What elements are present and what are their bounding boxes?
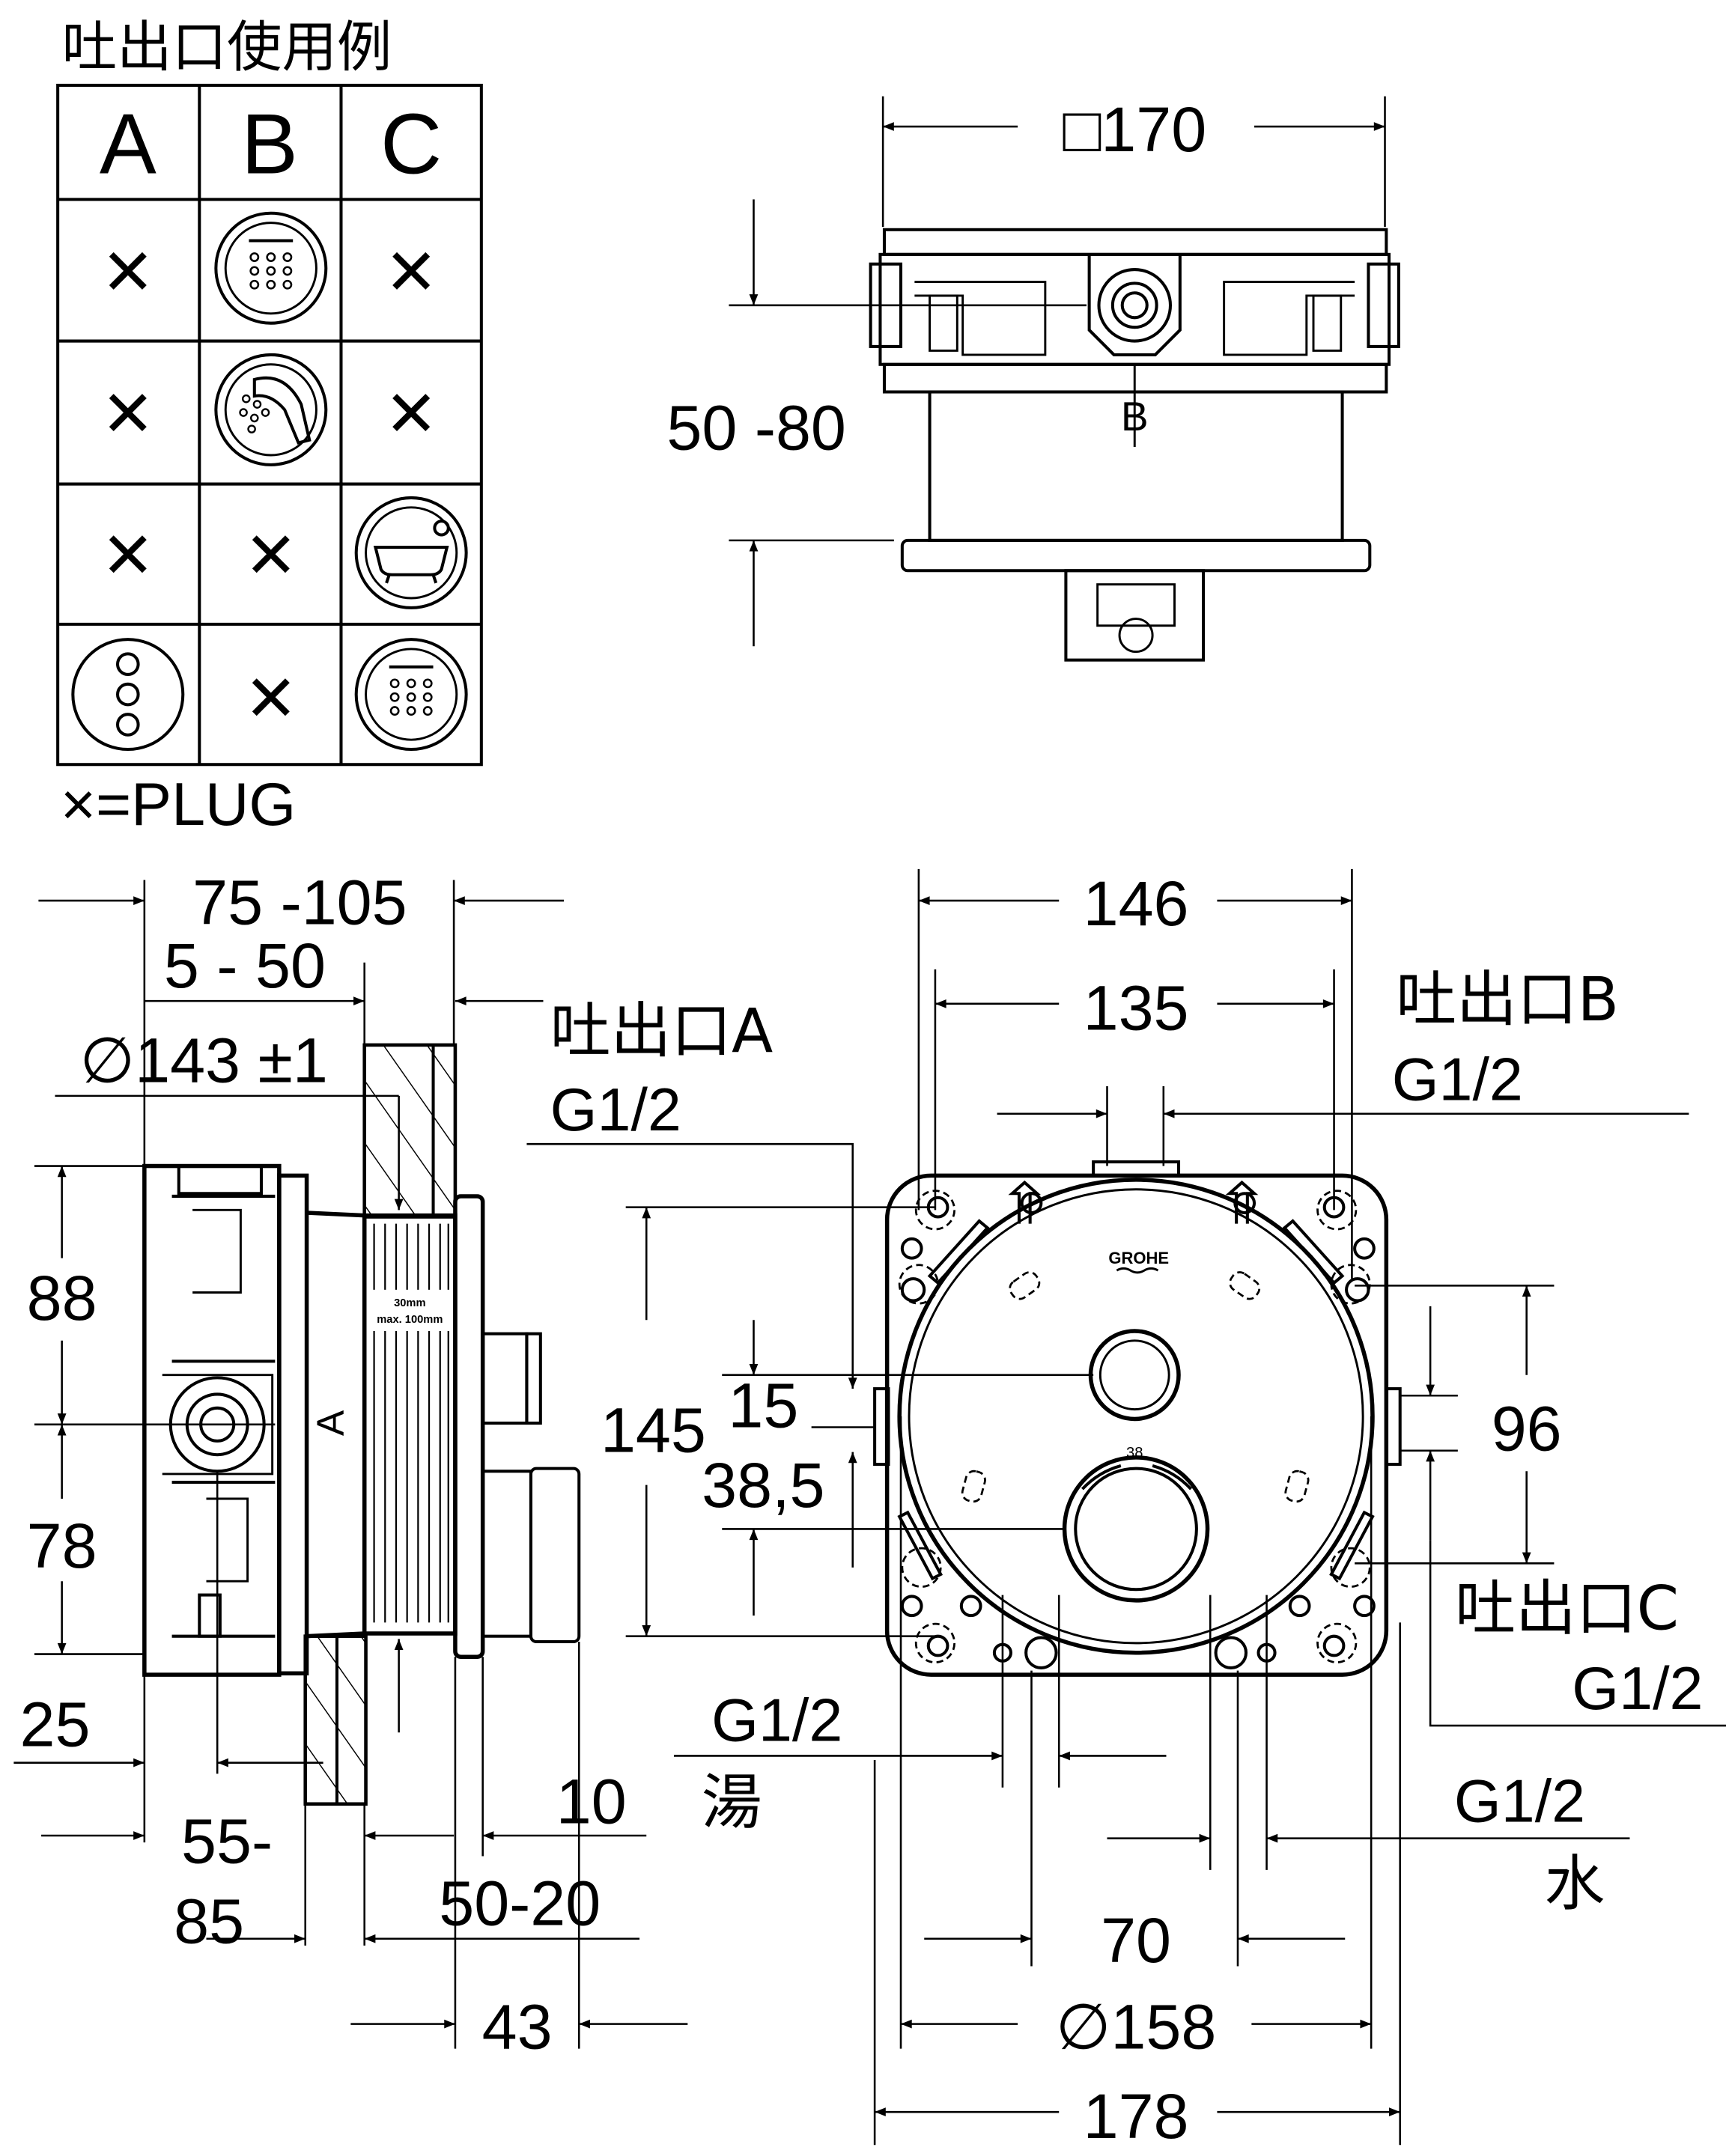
height-dimension-96: 96 bbox=[1492, 1394, 1562, 1464]
side-view: A 30mm max. 100mm 75 -105 5 - 50 ∅143 ±1 bbox=[13, 867, 857, 2062]
height-dimension-145: 145 bbox=[601, 1395, 706, 1466]
cold-inlet-thread: G1/2 bbox=[1454, 1768, 1585, 1836]
plug-cross-icon bbox=[112, 255, 145, 287]
height-dimension-88: 88 bbox=[27, 1263, 97, 1333]
width-dimension-135: 135 bbox=[1084, 973, 1189, 1044]
outlet-b-marking: B bbox=[1121, 393, 1149, 439]
dimension-15: 15 bbox=[728, 1371, 798, 1441]
depth-dimension-85: 85 bbox=[174, 1886, 244, 1956]
plug-cross-icon bbox=[395, 396, 428, 429]
sleeve-label-30mm: 30mm bbox=[394, 1297, 425, 1309]
hand-shower-icon bbox=[214, 353, 328, 466]
outlet-usage-table: 吐出口使用例 A B C bbox=[56, 16, 483, 838]
plug-cross-icon bbox=[255, 680, 288, 713]
plug-cross-icon bbox=[395, 255, 428, 287]
depth-dimension-55: 55- bbox=[181, 1806, 273, 1877]
shower-head-icon bbox=[216, 213, 326, 323]
outlet-c-thread: G1/2 bbox=[1572, 1655, 1703, 1723]
width-dimension-146: 146 bbox=[1084, 868, 1189, 939]
dimension-43: 43 bbox=[482, 1992, 553, 2062]
column-header-b: B bbox=[241, 97, 298, 192]
offset-dimension-25: 25 bbox=[19, 1690, 90, 1760]
plug-cross-icon bbox=[112, 538, 145, 570]
three-outlet-dots-icon bbox=[71, 638, 185, 752]
dimension-70: 70 bbox=[1101, 1905, 1171, 1976]
outlet-a-marking: A bbox=[309, 1410, 352, 1436]
plug-cross-icon bbox=[255, 538, 288, 570]
column-header-a: A bbox=[100, 97, 157, 192]
wall-dimension-5-50: 5 - 50 bbox=[164, 931, 326, 1001]
plug-cross-icon bbox=[112, 396, 145, 429]
bathtub-icon bbox=[354, 496, 468, 609]
dimension-10: 10 bbox=[556, 1766, 627, 1836]
top-view: □170 B 50 -80 bbox=[666, 94, 1400, 662]
diameter-143-dimension: ∅143 ±1 bbox=[80, 1026, 328, 1096]
outlet-b-label: 吐出口B bbox=[1396, 965, 1619, 1035]
outlet-a-thread: G1/2 bbox=[550, 1077, 681, 1144]
grohe-logo: GROHE bbox=[1108, 1249, 1169, 1267]
outlet-a-label: 吐出口A bbox=[550, 996, 774, 1067]
hot-inlet-thread: G1/2 bbox=[711, 1687, 842, 1754]
cold-inlet-label: 水 bbox=[1545, 1849, 1605, 1919]
outlet-b-thread: G1/2 bbox=[1392, 1046, 1523, 1113]
front-view: GROHE 38 bbox=[601, 868, 1726, 2152]
depth-dimension-75-105: 75 -105 bbox=[192, 867, 407, 937]
dimension-38-5: 38,5 bbox=[702, 1450, 824, 1520]
width-dimension-178: 178 bbox=[1084, 2081, 1189, 2152]
table-title: 吐出口使用例 bbox=[62, 16, 392, 79]
diameter-158-dimension: ∅158 bbox=[1056, 1992, 1217, 2062]
outlet-c-label: 吐出口C bbox=[1455, 1574, 1679, 1644]
shower-head-icon bbox=[356, 639, 467, 749]
hot-inlet-label: 湯 bbox=[702, 1767, 762, 1838]
dimension-50-20: 50-20 bbox=[439, 1868, 601, 1938]
column-header-c: C bbox=[380, 97, 442, 192]
plug-legend: ×=PLUG bbox=[61, 771, 296, 838]
height-dimension-78: 78 bbox=[27, 1511, 97, 1581]
sleeve-label-max: max. 100mm bbox=[377, 1314, 443, 1326]
depth-dimension-50-80: 50 -80 bbox=[666, 393, 846, 463]
top-width-dimension: □170 bbox=[1063, 94, 1206, 165]
